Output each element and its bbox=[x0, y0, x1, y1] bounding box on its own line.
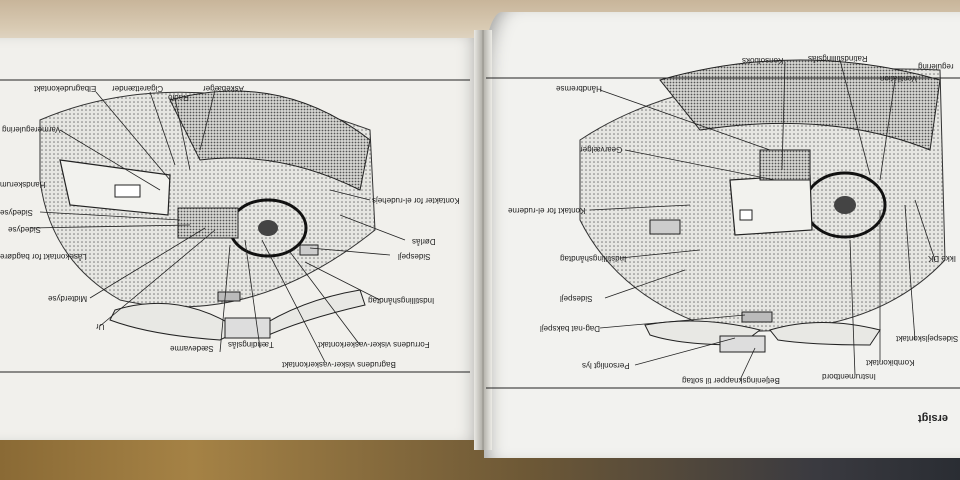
right-dashboard-drawing bbox=[486, 59, 960, 389]
label-saedevarme: Sædevarme bbox=[170, 344, 214, 353]
label-indstillingshaandtag-l: Indstillingshåndtag bbox=[368, 296, 435, 305]
label-ur: Ur bbox=[96, 322, 105, 331]
label-doerlaas: Dørlås bbox=[412, 237, 436, 246]
label-ikke-dk: Ikke DK bbox=[928, 254, 957, 263]
label-bagrudens-visker: Bagrudens visker-vaskerkontakt bbox=[282, 360, 396, 369]
label-sidedyse-1: Sidedyse bbox=[0, 208, 33, 217]
label-midterdyse: Midterdyse bbox=[48, 294, 88, 303]
label-partial-regulering: regulering bbox=[918, 62, 954, 71]
label-ventilation: Ventilation bbox=[880, 74, 917, 83]
label-betjeningsknapper-soltag: Betjeningsknapper til soltag bbox=[682, 376, 780, 385]
label-instrumentbord: Instrumentbord bbox=[822, 372, 876, 381]
label-kontakt-el-ruderne: Kontakt for el-ruderne bbox=[508, 206, 586, 215]
label-sidespejl-r: Sidespejl bbox=[560, 294, 593, 303]
left-callout-lines bbox=[29, 89, 406, 363]
left-dashboard-drawing bbox=[0, 79, 470, 373]
label-konsolboks: Konsolboks bbox=[742, 56, 784, 65]
label-indstillingshaandtag-r: Indstillingshåndtag bbox=[560, 254, 627, 263]
label-elbagrudekontakt: Elbagrudekontakt bbox=[34, 84, 97, 93]
label-ratindstillingslaas: Ratindstillingslås bbox=[808, 54, 868, 63]
label-radio: Radio bbox=[168, 93, 189, 102]
label-personligt-lys: Personligt lys bbox=[582, 361, 630, 370]
label-askebaeger: Askebæger bbox=[203, 84, 244, 93]
label-forrudens-visker: Forrudens visker-vaskerkontakt bbox=[318, 340, 430, 349]
label-sidedyse-2: Sidedyse bbox=[8, 225, 41, 234]
label-haandbremse: Håndbremse bbox=[556, 84, 602, 93]
label-sidespejlskontakt: Sidespejlskontakt bbox=[896, 334, 959, 343]
label-handskerum: Handskerum bbox=[0, 180, 46, 189]
label-kontakter-el-rude: Kontakter for el-rudehejs bbox=[372, 196, 460, 205]
label-taendingslaas: Tændingslås bbox=[228, 340, 274, 349]
label-cigarettaender: Cigarettænder bbox=[112, 84, 164, 93]
book-gutter bbox=[474, 30, 492, 450]
page-heading: ersigt bbox=[918, 412, 948, 424]
label-sidespejl-l: Sidespejl bbox=[398, 252, 431, 261]
label-laasekontakt: Låsekontakt for bagdøre bbox=[0, 252, 87, 261]
label-kombikontakt: Kombikontakt bbox=[866, 358, 915, 367]
right-callout-lines bbox=[589, 59, 936, 381]
label-dag-nat-bakspejl: Dag-nat bakspejl bbox=[540, 324, 601, 333]
label-gearvaelger: Gearvælger bbox=[580, 145, 623, 154]
label-varmeregulering: Varmeregulering bbox=[2, 125, 61, 134]
